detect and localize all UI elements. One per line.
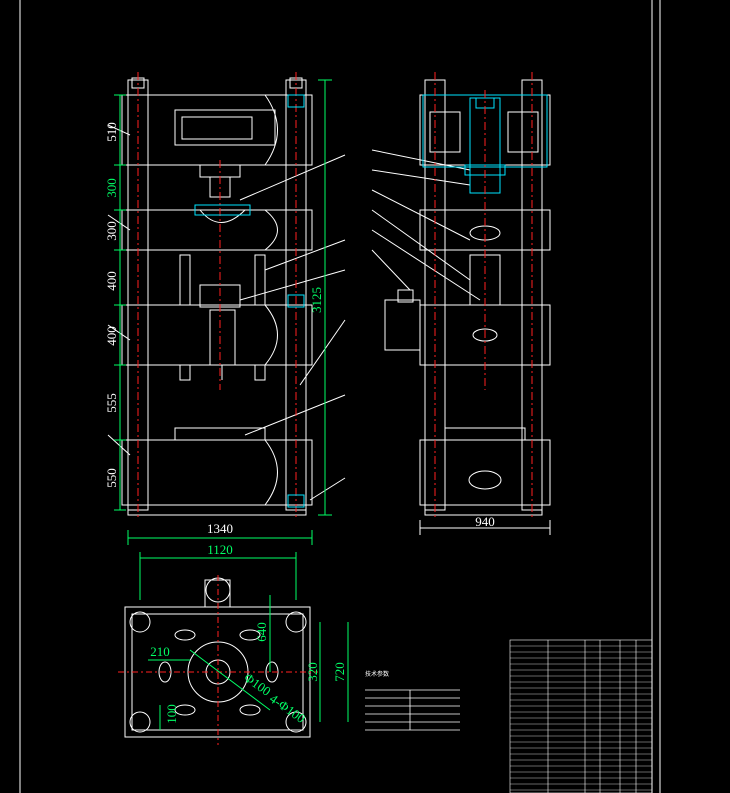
front-dim-550: 550 <box>104 468 119 488</box>
front-dim-300b: 300 <box>104 221 119 241</box>
front-view-dimensions <box>114 79 332 545</box>
front-view-sections <box>194 94 305 508</box>
plan-dim-720: 720 <box>332 662 347 682</box>
front-dim-300a: 300 <box>104 178 119 198</box>
plan-dim-1120: 1120 <box>207 542 233 557</box>
parts-list <box>509 639 653 793</box>
plan-dim-100: 100 <box>164 704 179 724</box>
parts-list-rows <box>510 645 652 791</box>
plan-dim-phi100: Φ100 <box>241 670 273 699</box>
side-view-centerlines <box>434 72 533 520</box>
parameter-table <box>365 689 460 731</box>
side-view <box>371 79 551 516</box>
plan-dim-210: 210 <box>150 644 170 659</box>
plan-dim-320: 320 <box>305 662 320 682</box>
front-dim-510: 510 <box>104 122 119 142</box>
front-dim-555: 555 <box>104 393 119 413</box>
plan-dim-4phi100: 4-Φ100 <box>267 691 308 726</box>
plan-view-dimensions <box>139 552 349 730</box>
front-dim-3125: 3125 <box>309 287 324 313</box>
parameter-table-title: 技术参数 <box>365 670 389 678</box>
front-view-centerlines <box>137 72 297 520</box>
side-view-dimensions <box>419 520 551 535</box>
front-dim-400b: 400 <box>104 326 119 346</box>
plan-view-centerlines <box>118 575 318 745</box>
front-dim-400a: 400 <box>104 271 119 291</box>
plan-dim-640: 640 <box>254 622 269 642</box>
side-dim-940: 940 <box>475 514 495 529</box>
front-dim-1340: 1340 <box>207 521 233 536</box>
